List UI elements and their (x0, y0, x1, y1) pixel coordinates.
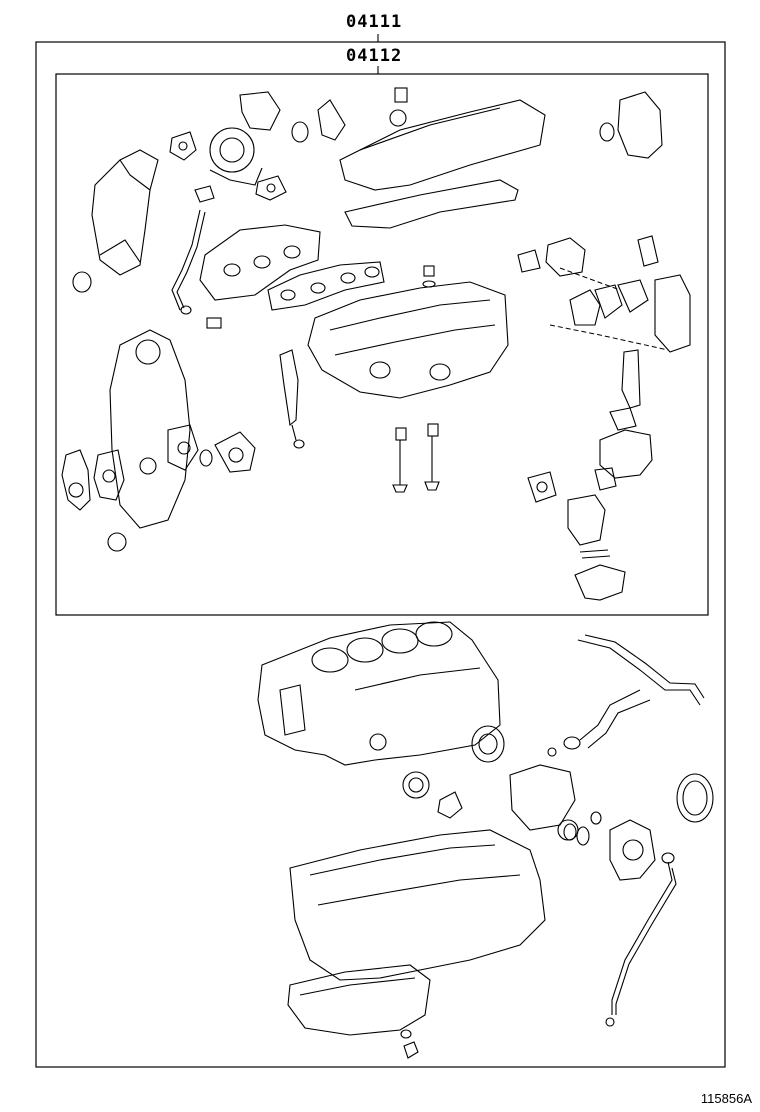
crankshaft-seals (402, 725, 714, 823)
timing-chain-cover (109, 329, 256, 529)
water-pump-gaskets (61, 449, 127, 552)
oil-filter-bracket (509, 764, 602, 846)
engine-valves (392, 423, 440, 493)
outer-kit-frame (35, 41, 726, 1068)
outer-kit-label: 04111 (346, 12, 403, 32)
exhaust-manifold (199, 224, 385, 311)
cylinder-block (257, 621, 501, 766)
water-inlet-pipe (547, 634, 705, 757)
oil-dipstick (605, 852, 677, 1027)
cylinder-head (307, 265, 509, 399)
inner-kit-frame (55, 73, 709, 616)
turbocharger (209, 91, 346, 186)
turbo-oil-pipe (171, 209, 222, 329)
inner-kit-label: 04112 (346, 46, 403, 66)
fuel-injector (279, 349, 305, 449)
egr-components (527, 349, 653, 601)
figure-id: 115856A (700, 1091, 752, 1106)
flange-gaskets (169, 131, 287, 203)
intake-manifold-parts (517, 235, 691, 353)
catalytic-converter (72, 149, 159, 293)
drain-plug (400, 1029, 419, 1059)
oil-pan (287, 829, 546, 1036)
cylinder-head-cover (339, 87, 546, 229)
oil-pump (609, 819, 656, 881)
vacuum-pump (599, 91, 663, 159)
